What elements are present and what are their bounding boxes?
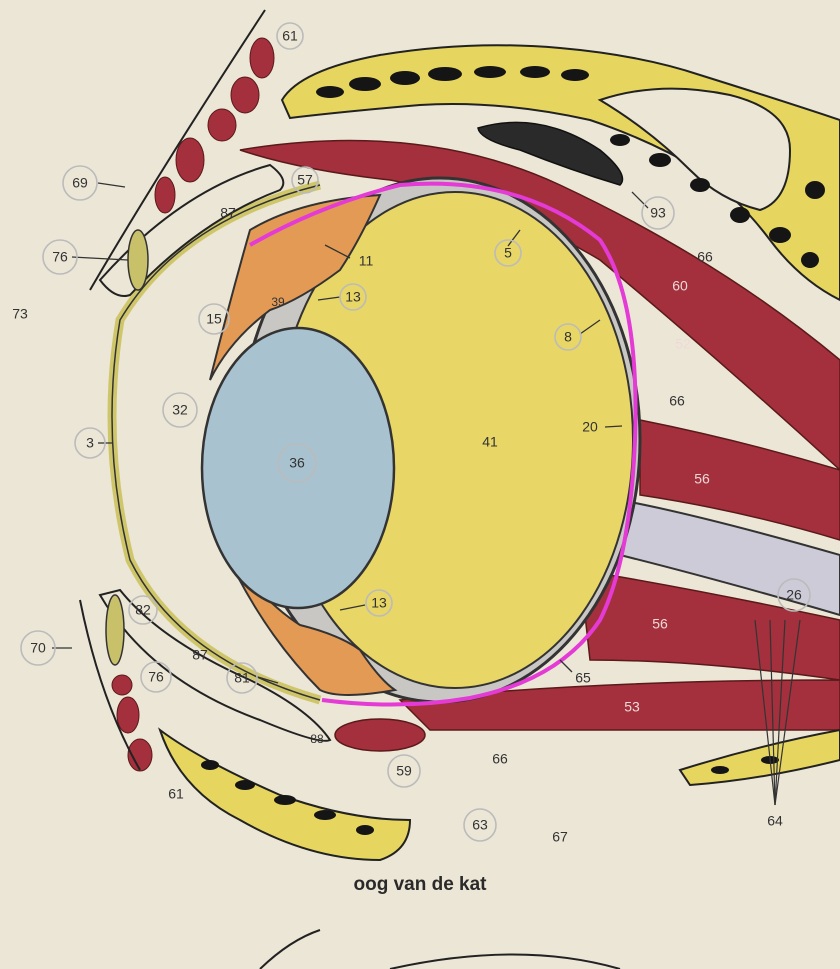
label-11: 11	[359, 253, 374, 269]
label-56-top: 56	[694, 471, 710, 487]
label-60: 60	[672, 278, 688, 294]
label-13-bottom: 13	[371, 595, 387, 611]
label-65: 65	[575, 670, 591, 686]
highlight-outline	[249, 181, 638, 707]
lower-bone	[158, 727, 412, 862]
label-52: 52	[675, 336, 691, 352]
muscle-upper	[239, 139, 840, 472]
muscle-53	[398, 679, 840, 731]
label-87-top: 87	[220, 205, 236, 221]
labels: 61 69 76 73 87 57 11 13 39 15 32 3 36 41…	[12, 22, 811, 845]
upper-lid-muscle	[154, 37, 275, 214]
label-5: 5	[504, 245, 512, 261]
label-32: 32	[172, 402, 188, 418]
eyelash-upper	[89, 9, 266, 291]
fan-lines-64	[754, 619, 801, 806]
label-3: 3	[86, 435, 94, 451]
optic-nerve	[619, 498, 840, 617]
label-20: 20	[582, 419, 598, 435]
label-56-bottom: 56	[652, 616, 668, 632]
cornea-outline	[111, 184, 321, 701]
lower-eyelid	[98, 588, 332, 742]
diagram-caption: oog van de kat	[353, 874, 487, 895]
label-36: 36	[289, 455, 305, 471]
label-13-top: 13	[345, 289, 361, 305]
label-41: 41	[482, 434, 498, 450]
label-76-bottom: 76	[148, 669, 164, 685]
label-87-bottom: 87	[192, 647, 208, 663]
label-82: 82	[135, 602, 151, 618]
ciliary-body-bottom	[219, 539, 398, 696]
upper-bone-cavity	[597, 87, 792, 212]
label-66-top: 66	[697, 249, 713, 265]
label-67: 67	[552, 829, 568, 845]
label-26: 26	[786, 587, 802, 603]
label-63: 63	[472, 817, 488, 833]
label-88: 88	[310, 732, 324, 746]
label-73: 73	[12, 306, 28, 322]
label-53: 53	[624, 699, 640, 715]
muscle-56-bottom	[579, 569, 840, 681]
label-70: 70	[30, 640, 46, 656]
label-61-top: 61	[282, 28, 298, 44]
lower-bone-right	[678, 728, 840, 787]
label-15: 15	[206, 311, 222, 327]
gland-82	[105, 594, 125, 666]
lower-lid-muscle	[111, 674, 153, 772]
label-93: 93	[650, 205, 666, 221]
label-81: 81	[234, 670, 250, 686]
label-76-top: 76	[52, 249, 68, 265]
label-39: 39	[271, 295, 285, 309]
orbital-gland	[477, 121, 624, 186]
label-66-mid: 66	[669, 393, 685, 409]
label-59: 59	[396, 763, 412, 779]
eyelash-lower	[79, 599, 141, 771]
upper-bone-trabeculae	[316, 66, 825, 268]
muscle-56-top	[639, 419, 840, 541]
next-figure-outline	[259, 929, 621, 969]
lens	[200, 326, 396, 610]
label-61-bottom: 61	[168, 786, 184, 802]
lower-bone-trabeculae	[201, 756, 779, 835]
label-64: 64	[767, 813, 783, 829]
label-57: 57	[297, 172, 313, 188]
gland-76-top	[127, 229, 149, 291]
label-69: 69	[72, 175, 88, 191]
label-66-bottom: 66	[492, 751, 508, 767]
label-8: 8	[564, 329, 572, 345]
muscle-59	[334, 718, 426, 752]
